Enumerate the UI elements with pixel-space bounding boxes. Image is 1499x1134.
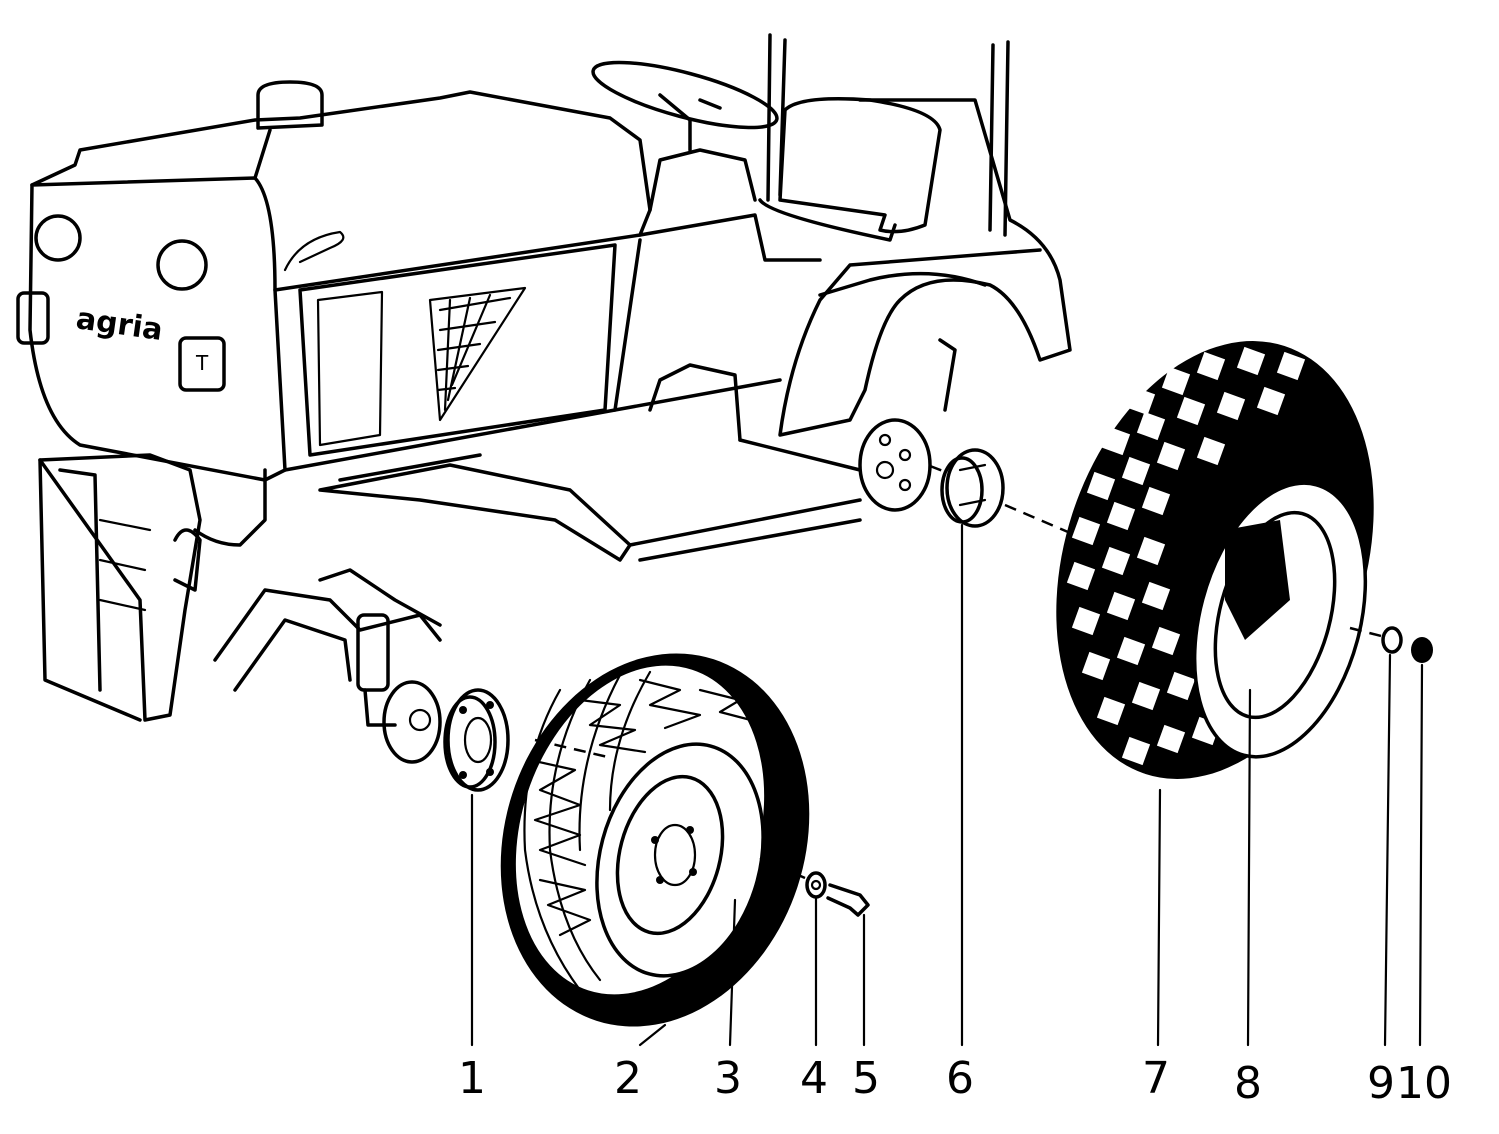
part-8-rear-rim [1192,481,1368,759]
indicator-lamp-icon [16,291,50,345]
callout-8: 8 [1234,1058,1262,1109]
front-hub-flange [382,680,442,764]
callout-4: 4 [800,1053,828,1104]
part-6-rear-spacer [940,448,1005,528]
part-1-spacer [443,688,510,792]
steering-wheel-icon [591,60,779,152]
part-4-nut [805,871,827,899]
callout-1: 1 [458,1053,486,1104]
callout-9: 9 [1367,1058,1395,1109]
leader-lines [470,523,1424,1047]
headlight-left-icon [34,214,82,262]
callout-5: 5 [852,1053,880,1104]
seat-icon [758,97,942,242]
callout-3: 3 [714,1053,742,1104]
callout-7: 7 [1142,1053,1170,1104]
callout-6: 6 [946,1053,974,1104]
brand-logo: agria [74,301,165,348]
rear-hub-flange [858,418,932,512]
badge-label: T [195,351,209,375]
part-5-bolt [826,883,870,917]
fuel-cap-icon [256,80,324,130]
callout-numbers: 1 2 3 4 5 6 7 8 9 10 [458,1053,1452,1109]
callout-10: 10 [1396,1058,1452,1109]
part-9-washer [1381,626,1403,654]
callout-2: 2 [614,1053,642,1104]
part-10-nut [1411,637,1433,663]
badge-plate [178,336,226,392]
assembly-axes [534,464,1386,880]
tractor-body: T agria [16,33,1072,764]
part-3-front-rim [595,742,765,978]
headlight-right-icon [156,239,208,291]
side-grille [428,286,527,422]
